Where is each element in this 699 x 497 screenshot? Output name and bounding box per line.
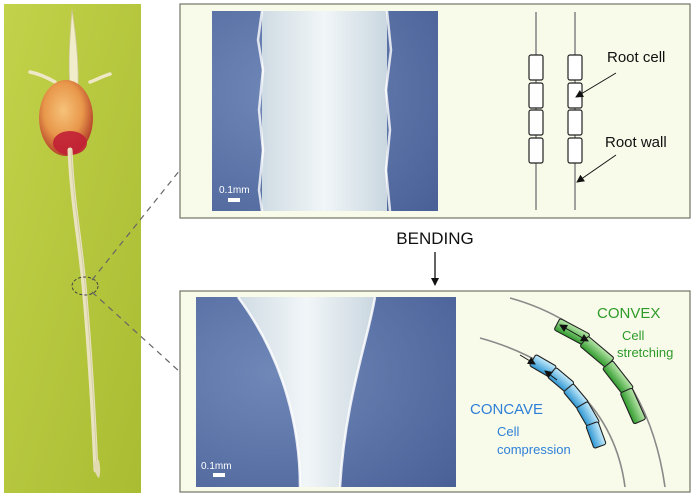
concave-cells [529, 354, 607, 449]
zoom-line-bottom [91, 291, 181, 373]
compress-arrow-in-left [519, 354, 536, 365]
concave-desc-line2: compression [497, 442, 571, 457]
convex-label: CONVEX [597, 305, 660, 322]
root-wall-arrow [576, 154, 617, 183]
stretch-arrow-out-right [573, 332, 589, 342]
straight-root-cells [528, 54, 583, 164]
root-wall-label: Root wall [605, 134, 667, 151]
seedling-photo [4, 4, 141, 493]
straight-root-micrograph [212, 11, 438, 211]
scale-bar [228, 198, 240, 202]
convex-desc-line1: Cell [622, 328, 645, 343]
scale-label: 0.1mm [201, 461, 232, 472]
scale-label: 0.1mm [219, 185, 250, 196]
zoom-line-top [91, 169, 181, 281]
root-cell-label: Root cell [607, 49, 665, 66]
bottom-panel: 0.1mm CONVEX Cell stretching CONCAVE Ce [179, 290, 691, 493]
top-panel: 0.1mm Root cell Root wall [179, 3, 691, 219]
concave-desc-line1: Cell [497, 424, 520, 439]
bending-label: BENDING [396, 229, 473, 248]
bent-root-micrograph [196, 297, 456, 487]
convex-desc-line2: stretching [617, 345, 673, 360]
scale-bar [213, 473, 225, 477]
root-region-marker [71, 276, 99, 296]
compress-arrow-in-right [544, 370, 558, 381]
concave-label: CONCAVE [470, 401, 543, 418]
root-cell-arrow [575, 72, 617, 98]
stretch-arrow-out-left [559, 324, 575, 334]
